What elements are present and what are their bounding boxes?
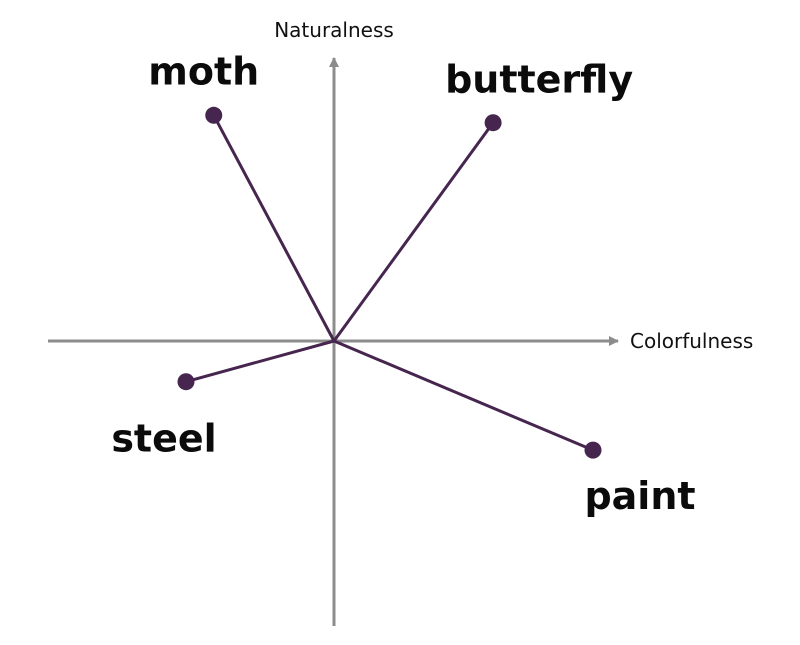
- word-label-paint: paint: [584, 474, 695, 518]
- vector-line-butterfly: [332, 121, 495, 343]
- vector-point-paint: [584, 441, 602, 459]
- word-label-steel: steel: [111, 417, 216, 461]
- vector-point-butterfly: [484, 114, 502, 132]
- vector-line-moth: [212, 113, 336, 343]
- vector-line-paint: [332, 339, 595, 452]
- y-axis-label: Naturalness: [274, 18, 394, 42]
- vector-point-steel: [177, 373, 195, 391]
- word-label-butterfly: butterfly: [445, 58, 633, 102]
- vector-line-steel: [184, 339, 336, 384]
- vector-layer: moth butterfly steel paint: [111, 49, 695, 518]
- x-axis-label: Colorfulness: [630, 329, 753, 353]
- axes: Colorfulness Naturalness: [48, 18, 753, 626]
- vector-point-moth: [205, 106, 223, 124]
- word-label-moth: moth: [148, 49, 259, 93]
